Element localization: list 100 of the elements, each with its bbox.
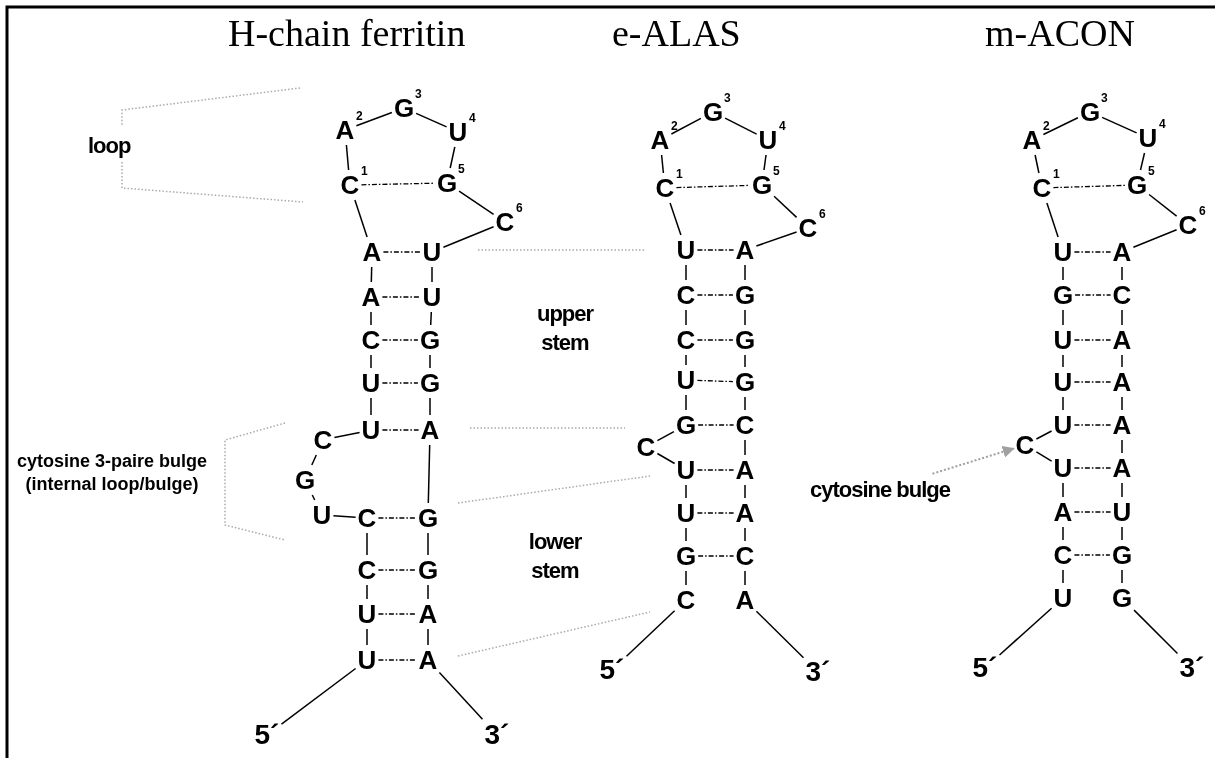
nucleotide-letter: G [675, 543, 697, 569]
backbone-line [755, 231, 798, 247]
backbone-line [1035, 430, 1053, 440]
nucleotide-letter: C [676, 282, 696, 308]
base-pair-line [697, 424, 735, 426]
nucleotide-letter: A [1112, 239, 1132, 265]
nucleotide-letter: G [294, 467, 316, 493]
backbone-line [429, 397, 431, 416]
nucleotide-letter: C [735, 543, 755, 569]
backbone-line [427, 628, 429, 646]
structure-title: e-ALAS [612, 14, 741, 52]
base-pair-line [696, 249, 735, 251]
backbone-line [354, 199, 368, 238]
strand-end-label: 3´ [805, 658, 831, 686]
nucleotide-letter: U [361, 417, 381, 443]
backbone-line [1062, 569, 1064, 584]
position-number: 3 [724, 92, 731, 104]
backbone-line [355, 111, 393, 127]
nucleotide-letter: U [758, 127, 778, 153]
nucleotide-letter: A [735, 237, 755, 263]
base-pair-line [696, 339, 734, 341]
nucleotide-letter: U [357, 601, 377, 627]
backbone-line [1139, 152, 1146, 171]
backbone-line [1132, 228, 1178, 249]
nucleotide-letter: G [734, 282, 756, 308]
backbone-line [744, 396, 746, 411]
backbone-line [744, 439, 746, 456]
backbone-line [427, 584, 429, 600]
nucleotide-letter: C [1032, 175, 1052, 201]
position-number: 1 [1053, 168, 1060, 180]
backbone-line [685, 527, 687, 542]
backbone-line [755, 610, 805, 659]
nucleotide-letter: A [735, 457, 755, 483]
nucleotide-letter: A [1053, 499, 1073, 525]
base-pair-line [381, 382, 419, 384]
nucleotide-letter: A [735, 500, 755, 526]
base-pair-line [381, 339, 419, 341]
nucleotide-letter: C [1053, 542, 1073, 568]
nucleotide-letter: C [361, 327, 381, 353]
backbone-line [763, 154, 767, 171]
backbone-line [685, 354, 687, 366]
position-number: 2 [356, 110, 363, 122]
backbone-line [1062, 309, 1064, 326]
nucleotide-letter: U [676, 237, 696, 263]
nucleotide-letter: G [436, 170, 458, 196]
nucleotide-letter: U [676, 500, 696, 526]
nucleotide-letter: C [676, 587, 696, 613]
backbone-line [1062, 354, 1064, 368]
backbone-line [660, 154, 665, 174]
nucleotide-letter: U [676, 367, 696, 393]
backbone-line [744, 527, 746, 542]
nucleotide-letter: C [313, 427, 333, 453]
nucleotide-letter: A [335, 117, 355, 143]
nucleotide-letter: U [1053, 455, 1073, 481]
backbone-line [685, 484, 687, 499]
region-label: loop [88, 132, 131, 160]
backbone-line [449, 146, 456, 169]
backbone-line [1034, 154, 1040, 174]
nucleotide-letter: A [418, 647, 438, 673]
base-pair-line [1073, 511, 1112, 513]
base-pair-line [381, 429, 420, 431]
nucleotide-letter: G [1126, 172, 1148, 198]
position-number: 6 [1199, 205, 1206, 217]
backbone-line [1035, 451, 1053, 462]
position-number: 4 [469, 112, 476, 124]
nucleotide-letter: G [419, 370, 441, 396]
region-label: cytosine 3-paire bulge (internal loop/bulge) [15, 450, 209, 497]
nucleotide-letter: C [1112, 282, 1132, 308]
strand-end-label: 5´ [599, 656, 625, 684]
nucleotide-letter: U [422, 284, 442, 310]
backbone-line [1121, 439, 1123, 454]
position-number: 2 [1043, 120, 1050, 132]
base-pair-line [696, 294, 734, 296]
backbone-line [370, 354, 372, 369]
nucleotide-letter: A [1022, 127, 1042, 153]
backbone-line [311, 494, 316, 501]
base-pair-line [377, 659, 418, 661]
nucleotide-letter: U [1053, 585, 1073, 611]
nucleotide-letter: U [312, 502, 332, 528]
backbone-line [1046, 202, 1059, 238]
backbone-line [366, 532, 368, 556]
backbone-line [429, 311, 433, 326]
nucleotide-letter: A [420, 417, 440, 443]
backbone-line [370, 266, 373, 283]
nucleotide-letter: G [1052, 282, 1074, 308]
backbone-line [1121, 526, 1123, 541]
strand-end-label: 3´ [1179, 654, 1205, 682]
backbone-line [656, 430, 675, 442]
nucleotide-letter: U [1053, 412, 1073, 438]
nucleotide-letter: G [417, 505, 439, 531]
base-pair-line [381, 296, 422, 298]
base-pair-line [382, 251, 422, 253]
backbone-line [370, 397, 372, 416]
nucleotide-letter: U [1053, 327, 1073, 353]
backbone-line [744, 309, 746, 326]
base-pair-line [360, 182, 436, 186]
backbone-line [415, 112, 448, 128]
backbone-line [345, 144, 350, 171]
backbone-line [1133, 609, 1179, 655]
backbone-line [1042, 117, 1079, 136]
